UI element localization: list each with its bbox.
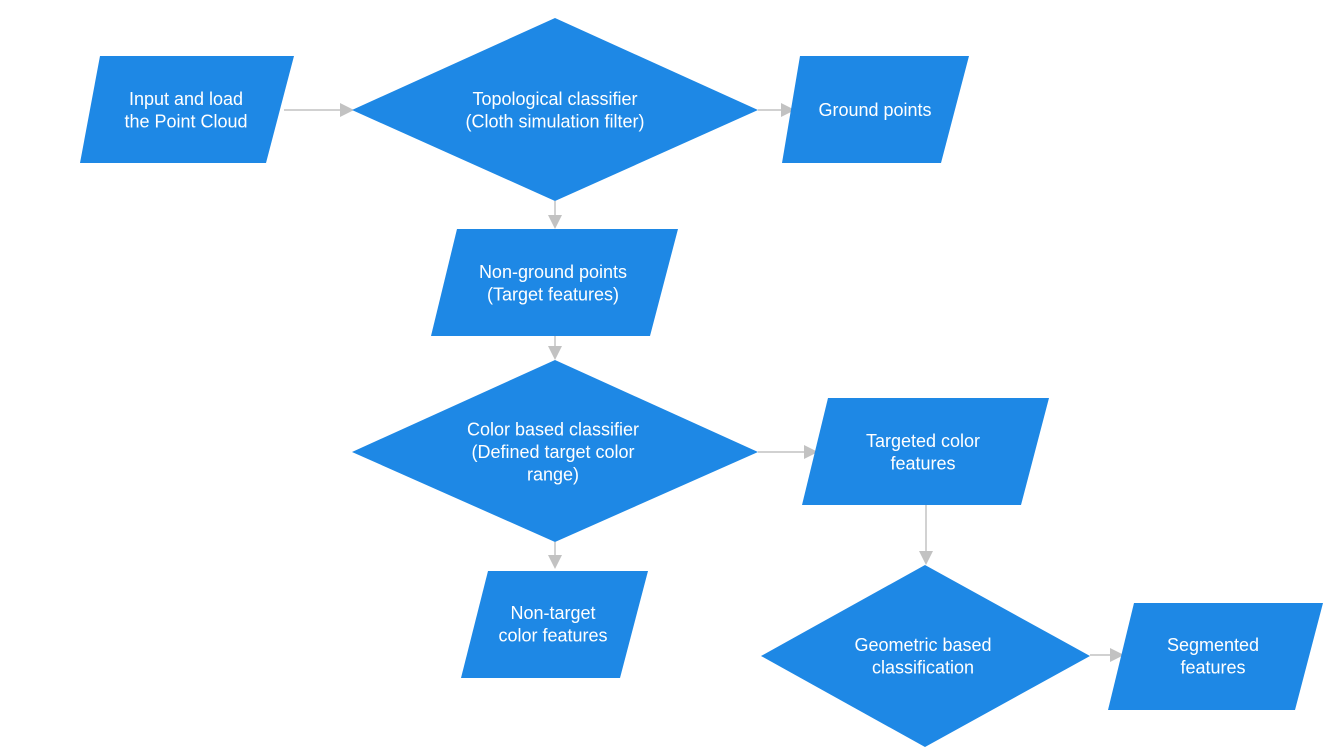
node-targeted-label-line: features [890, 453, 955, 473]
node-geometric-diamond [761, 565, 1090, 747]
node-segmented-label-line: Segmented [1167, 635, 1259, 655]
node-geometric-label-line: Geometric based [854, 635, 991, 655]
arrowhead-nonground-to-color [548, 346, 562, 360]
arrowhead-topo-to-ground [781, 103, 795, 117]
arrowhead-targeted-to-geometric [919, 551, 933, 565]
node-segmented-parallelogram [1108, 603, 1323, 710]
node-nonground: Non-ground points(Target features) [431, 229, 678, 336]
arrowhead-topo-to-nonground [548, 215, 562, 229]
node-targeted-parallelogram [802, 398, 1049, 505]
node-targeted-label-line: Targeted color [866, 431, 980, 451]
node-ground-parallelogram [782, 56, 969, 163]
arrowhead-color-to-targeted [804, 445, 818, 459]
node-nonground-parallelogram [431, 229, 678, 336]
node-input-label-line: Input and load [129, 89, 243, 109]
node-color-label-line: range) [527, 465, 579, 485]
node-geometric-label-line: classification [872, 657, 974, 677]
node-color: Color based classifier(Defined target co… [352, 360, 758, 542]
node-ground-label-line: Ground points [818, 100, 931, 120]
node-ground: Ground points [782, 56, 969, 163]
edges [284, 103, 1124, 662]
node-topo-label-line: (Cloth simulation filter) [465, 111, 644, 131]
node-nonground-label-line: (Target features) [487, 284, 619, 304]
arrowhead-input-to-topo [340, 103, 354, 117]
node-color-label-line: (Defined target color [471, 442, 634, 462]
node-nontarget-label-line: Non-target [510, 603, 595, 623]
node-input-parallelogram [80, 56, 294, 163]
node-color-diamond [352, 360, 758, 542]
arrowhead-geometric-to-segmented [1110, 648, 1124, 662]
node-topo-label-line: Topological classifier [472, 89, 637, 109]
node-color-label-line: Color based classifier [467, 420, 639, 440]
node-topo: Topological classifier(Cloth simulation … [352, 18, 758, 201]
node-topo-diamond [352, 18, 758, 201]
node-nontarget-label-line: color features [498, 625, 607, 645]
node-nontarget-parallelogram [461, 571, 648, 678]
node-nonground-label-line: Non-ground points [479, 262, 627, 282]
arrowhead-color-to-nontarget [548, 555, 562, 569]
node-segmented-label-line: features [1180, 657, 1245, 677]
node-input-label-line: the Point Cloud [124, 111, 247, 131]
